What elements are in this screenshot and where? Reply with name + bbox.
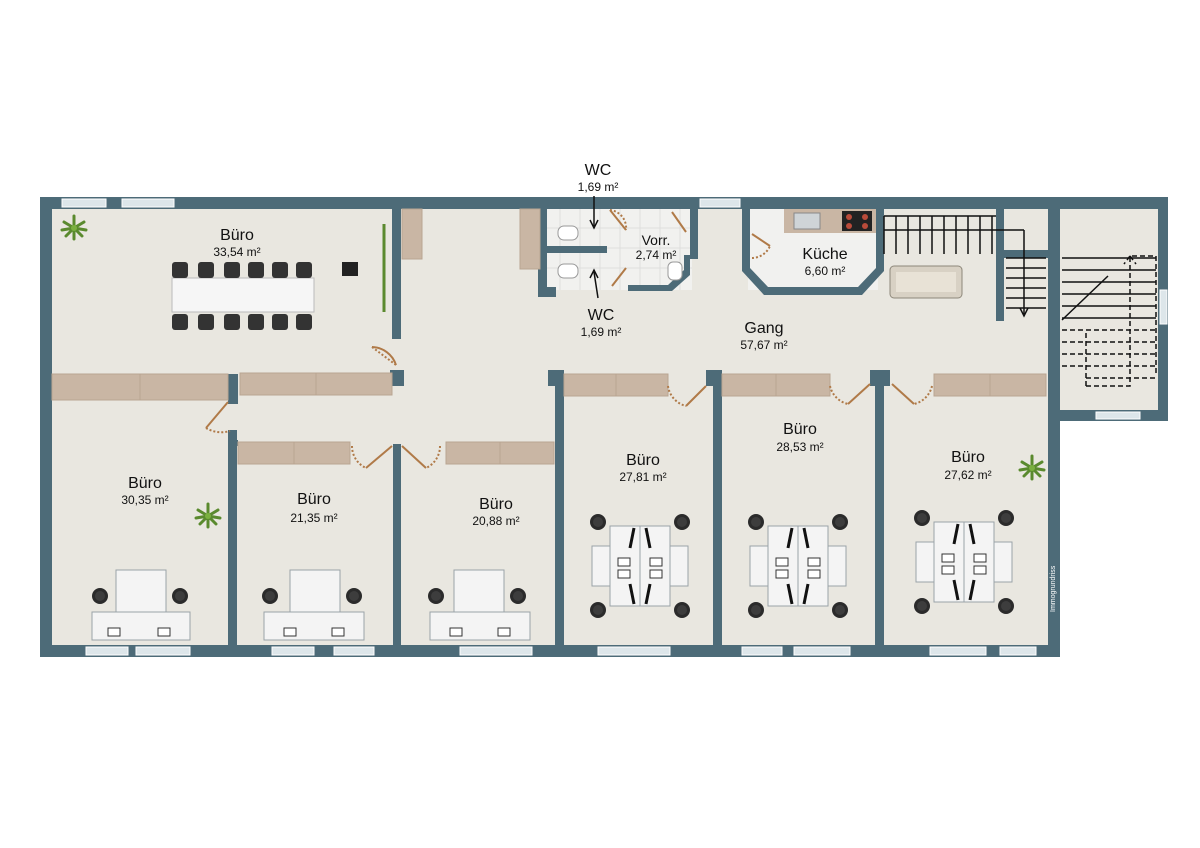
svg-text:Vorr.: Vorr. <box>642 232 671 248</box>
room-label: Büro 28,53 m² <box>776 421 823 454</box>
room-label: Vorr. 2,74 m² <box>636 232 677 262</box>
desk-group <box>914 510 1014 614</box>
svg-text:Büro: Büro <box>479 496 513 513</box>
room-label: Küche 6,60 m² <box>802 246 847 278</box>
room-label: Büro 30,35 m² <box>121 475 168 507</box>
room-label: Büro 20,88 m² <box>472 496 519 528</box>
svg-text:21,35 m²: 21,35 m² <box>290 511 337 525</box>
svg-text:2,74 m²: 2,74 m² <box>636 248 677 262</box>
svg-text:1,69 m²: 1,69 m² <box>581 325 622 339</box>
watermark-text: Immogrundriss <box>1050 565 1057 612</box>
room-label: WC 1,69 m² <box>581 307 622 339</box>
svg-text:33,54 m²: 33,54 m² <box>213 245 260 259</box>
desk-group <box>91 569 191 641</box>
svg-text:27,81 m²: 27,81 m² <box>619 470 666 484</box>
svg-text:57,67 m²: 57,67 m² <box>740 338 787 352</box>
svg-text:Gang: Gang <box>744 320 783 337</box>
desk-group <box>428 569 531 641</box>
svg-text:1,69 m²: 1,69 m² <box>578 180 619 194</box>
svg-text:27,62 m²: 27,62 m² <box>944 468 991 482</box>
svg-text:Küche: Küche <box>802 246 847 263</box>
svg-text:Büro: Büro <box>220 227 254 244</box>
room-label: Büro 27,62 m² <box>944 449 991 482</box>
svg-text:20,88 m²: 20,88 m² <box>472 514 519 528</box>
svg-text:Büro: Büro <box>626 452 660 469</box>
svg-text:30,35 m²: 30,35 m² <box>121 493 168 507</box>
desk-group <box>262 569 365 641</box>
svg-text:WC: WC <box>585 162 612 179</box>
svg-text:WC: WC <box>588 307 615 324</box>
room-label: Büro 21,35 m² <box>290 491 337 525</box>
room-label: Büro 33,54 m² <box>213 227 260 259</box>
svg-text:Büro: Büro <box>783 421 817 438</box>
svg-text:6,60 m²: 6,60 m² <box>805 264 846 278</box>
room-label: WC 1,69 m² <box>578 162 619 194</box>
desk-group <box>590 514 690 618</box>
svg-text:Büro: Büro <box>951 449 985 466</box>
room-label: Gang 57,67 m² <box>740 320 787 352</box>
svg-text:Büro: Büro <box>297 491 331 508</box>
svg-text:28,53 m²: 28,53 m² <box>776 440 823 454</box>
desk-group <box>748 514 848 618</box>
room-label: Büro 27,81 m² <box>619 452 666 484</box>
svg-text:Büro: Büro <box>128 475 162 492</box>
